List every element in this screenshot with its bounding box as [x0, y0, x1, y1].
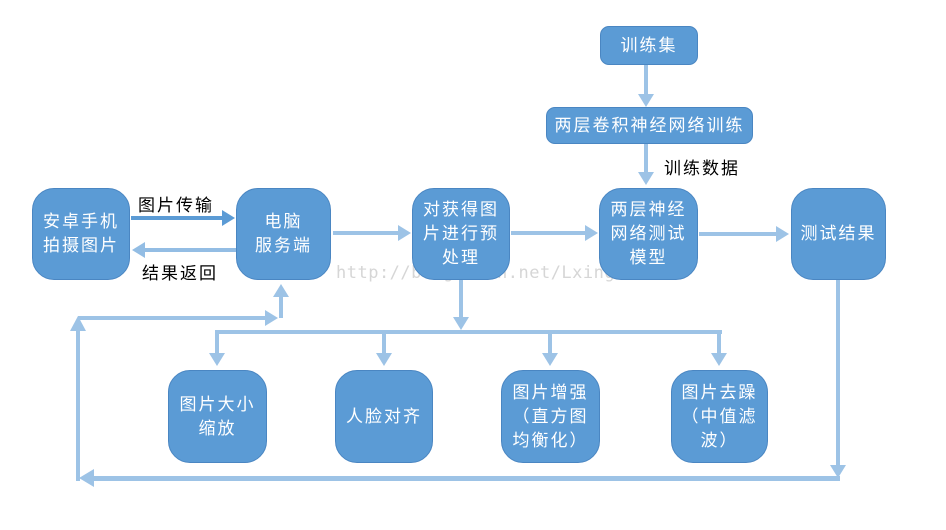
arrowhead-down-icon	[542, 353, 558, 366]
distribution-line	[215, 330, 722, 334]
node-cnn-training: 两层卷积神经网络训练	[546, 107, 753, 144]
node-line: 服务端	[255, 236, 312, 256]
arrow-line	[279, 296, 283, 318]
arrowhead-right-icon	[398, 225, 411, 241]
arrow-line	[717, 332, 721, 354]
node-line: 处理	[442, 248, 480, 268]
node-pc-server: 电脑 服务端	[236, 188, 331, 280]
arrowhead-down-icon	[376, 353, 392, 366]
node-line: 网络测试	[610, 224, 687, 244]
node-line: 两层卷积神经网络训练	[554, 115, 745, 136]
arrow-line	[644, 65, 648, 95]
node-line: 拍摄图片	[43, 236, 119, 256]
arrow-line	[836, 280, 840, 466]
node-line: 人脸对齐	[346, 406, 422, 427]
arrowhead-down-icon	[830, 465, 846, 478]
arrow-line	[699, 232, 776, 236]
node-line: 图片去躁	[681, 382, 758, 403]
arrowhead-right-icon	[585, 225, 598, 241]
node-line: 模型	[629, 248, 668, 268]
node-test-result: 测试结果	[791, 188, 886, 280]
node-line: 图片增强	[512, 382, 589, 403]
arrowhead-right-icon	[265, 310, 278, 326]
edge-label-image-transfer: 图片传输	[138, 196, 214, 216]
arrowhead-down-icon	[453, 317, 469, 330]
arrow-line	[333, 231, 398, 235]
arrowhead-down-icon	[209, 353, 225, 366]
arrow-line	[93, 476, 840, 481]
node-face-align: 人脸对齐	[335, 370, 433, 463]
arrowhead-left-icon	[79, 469, 94, 487]
node-line: 对获得图	[423, 200, 499, 220]
arrow-line	[215, 332, 219, 354]
edge-label-training-data: 训练数据	[664, 159, 740, 179]
node-line: （中值滤	[681, 406, 758, 427]
arrow-line	[145, 248, 236, 252]
node-android-capture: 安卓手机 拍摄图片	[32, 188, 130, 280]
node-line: 训练集	[620, 35, 678, 56]
arrow-line	[644, 144, 648, 173]
node-line: 图片大小	[179, 394, 256, 415]
arrowhead-up-icon	[273, 284, 289, 297]
arrow-line	[76, 330, 80, 481]
arrow-line	[382, 332, 386, 354]
node-image-denoise: 图片去躁 （中值滤 波）	[671, 370, 768, 463]
arrow-line	[78, 316, 265, 320]
arrowhead-left-icon	[132, 242, 145, 258]
node-line: 两层神经	[610, 200, 687, 220]
arrowhead-down-icon	[638, 94, 654, 107]
node-line: 电脑	[264, 212, 303, 232]
node-line: 波）	[700, 430, 739, 451]
arrowhead-down-icon	[638, 172, 654, 185]
arrowhead-right-icon	[776, 226, 789, 242]
node-line: 均衡化）	[512, 430, 589, 451]
node-preprocess: 对获得图 片进行预 处理	[412, 188, 510, 280]
node-image-enhance: 图片增强 （直方图 均衡化）	[501, 370, 600, 463]
arrowhead-right-icon	[222, 210, 235, 226]
arrow-line	[548, 332, 552, 354]
arrow-line	[511, 231, 585, 235]
node-line: 测试结果	[800, 224, 877, 244]
node-line: （直方图	[512, 406, 589, 427]
arrow-line	[459, 280, 463, 318]
arrow-line	[131, 216, 222, 220]
node-line: 安卓手机	[43, 212, 119, 232]
node-training-set: 训练集	[600, 26, 698, 65]
node-image-resize: 图片大小 缩放	[168, 370, 267, 463]
edge-label-result-return: 结果返回	[142, 264, 218, 284]
node-line: 缩放	[198, 418, 237, 439]
node-test-model: 两层神经 网络测试 模型	[599, 188, 698, 280]
node-line: 片进行预	[423, 224, 499, 244]
arrowhead-down-icon	[711, 353, 727, 366]
